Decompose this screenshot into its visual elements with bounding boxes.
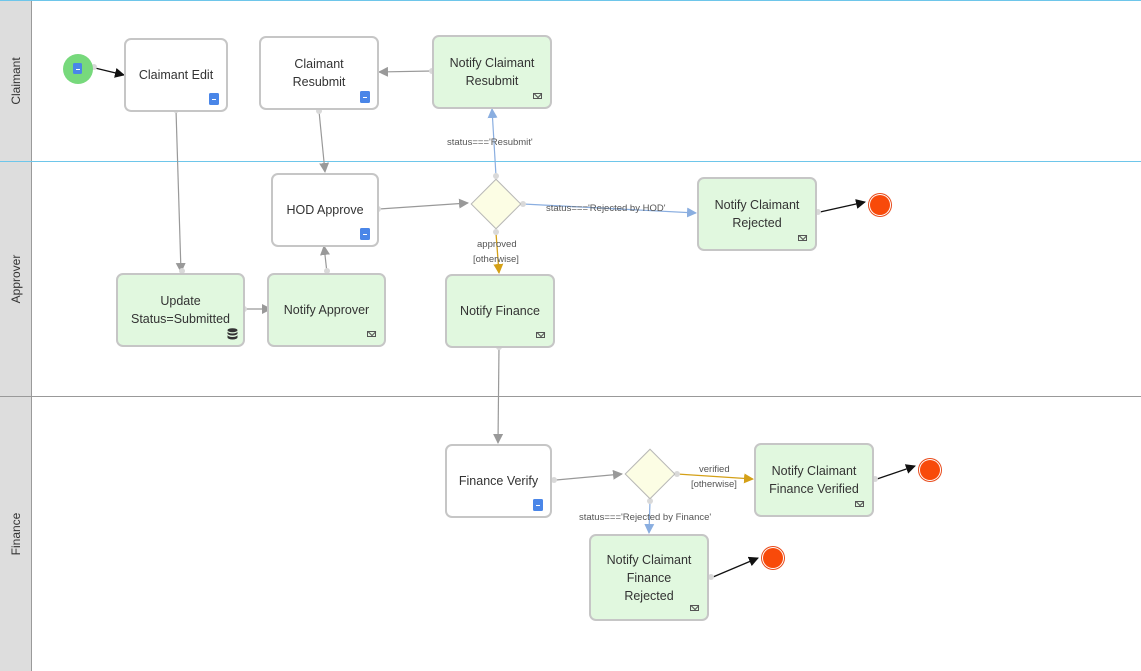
task-label: Notify Claimant Rejected [714, 198, 800, 230]
task-update-status[interactable]: Update Status=Submitted [116, 273, 245, 347]
database-icon [227, 328, 238, 340]
task-label: Notify Claimant Finance Verified [769, 464, 859, 496]
flow-gateway-to-notify-finance-rejected[interactable] [644, 500, 655, 534]
mail-icon [536, 332, 545, 338]
mail-icon [855, 501, 864, 507]
document-icon [360, 228, 370, 240]
flow-verify-to-gateway[interactable] [555, 469, 623, 481]
task-claimant-resubmit[interactable]: Claimant Resubmit [259, 36, 379, 110]
task-label: Notify Approver [283, 303, 370, 317]
lane-finance: Finance [0, 397, 1141, 671]
task-finance-verify[interactable]: Finance Verify [445, 444, 552, 518]
document-icon [533, 499, 543, 511]
task-notify-claimant-resubmit[interactable]: Notify Claimant Resubmit [432, 35, 552, 109]
task-hod-approve[interactable]: HOD Approve [271, 173, 379, 247]
mail-icon [533, 93, 542, 99]
lane-header-claimant[interactable]: Claimant [0, 1, 32, 161]
task-label: Claimant Resubmit [292, 57, 346, 89]
mail-icon [367, 331, 376, 337]
flow-notify-finance-to-verify[interactable] [493, 346, 504, 444]
task-label: HOD Approve [286, 203, 364, 217]
lane-header-finance[interactable]: Finance [0, 397, 32, 671]
edge-label-approved: approved [477, 239, 517, 250]
edge-label-rejected-hod: status==='Rejected by HOD' [546, 203, 666, 214]
start-event[interactable] [63, 54, 93, 84]
flow-notify-resubmit-to-resubmit[interactable] [378, 66, 433, 77]
task-label: Notify Claimant Finance Rejected [606, 552, 692, 603]
flow-verified-to-end[interactable] [876, 464, 916, 480]
task-notify-finance[interactable]: Notify Finance [445, 274, 555, 348]
task-label: Claimant Edit [138, 68, 214, 82]
end-event-finance-rejected[interactable] [763, 548, 783, 568]
task-label: Finance Verify [458, 474, 539, 488]
end-event-rejected[interactable] [870, 195, 890, 215]
flow-resubmit-to-hod[interactable] [318, 110, 330, 173]
edge-label-resubmit: status==='Resubmit' [447, 137, 533, 148]
task-label: Notify Finance [460, 304, 540, 318]
task-claimant-edit[interactable]: Claimant Edit [124, 38, 228, 112]
flow-start-to-edit[interactable] [94, 67, 125, 78]
task-notify-claimant-rejected[interactable]: Notify Claimant Rejected [697, 177, 817, 251]
mail-icon [690, 605, 699, 611]
document-icon [73, 63, 82, 74]
edge-label-verified-otherwise: [otherwise] [691, 479, 737, 490]
task-notify-claimant-finance-verified[interactable]: Notify Claimant Finance Verified [754, 443, 874, 517]
lane-claimant: Claimant [0, 0, 1141, 162]
end-event-verified[interactable] [920, 460, 940, 480]
flow-gateway-to-notify-rejected[interactable] [522, 203, 697, 218]
task-notify-claimant-finance-rejected[interactable]: Notify Claimant Finance Rejected [589, 534, 709, 621]
flow-edit-to-update[interactable] [175, 109, 186, 273]
lane-approver: Approver [0, 162, 1141, 397]
edge-label-verified: verified [699, 464, 730, 475]
task-notify-approver[interactable]: Notify Approver [267, 273, 386, 347]
flow-hod-to-gateway[interactable] [378, 198, 469, 210]
task-label: Notify Claimant Resubmit [449, 56, 535, 88]
edge-label-approved-otherwise: [otherwise] [473, 254, 519, 265]
flow-rejected-to-end[interactable] [819, 199, 866, 213]
flow-gateway-to-notify-resubmit[interactable] [487, 108, 498, 177]
task-label: Update Status=Submitted [130, 294, 231, 326]
flow-finance-rejected-to-end[interactable] [712, 556, 759, 578]
lane-header-approver[interactable]: Approver [0, 162, 32, 396]
edge-label-rejected-finance: status==='Rejected by Finance' [579, 512, 712, 523]
document-icon [209, 93, 219, 105]
flow-gateway-to-notify-verified[interactable] [676, 473, 754, 484]
flow-gateway-to-notify-finance[interactable] [493, 232, 504, 274]
mail-icon [798, 235, 807, 241]
document-icon [360, 91, 370, 103]
